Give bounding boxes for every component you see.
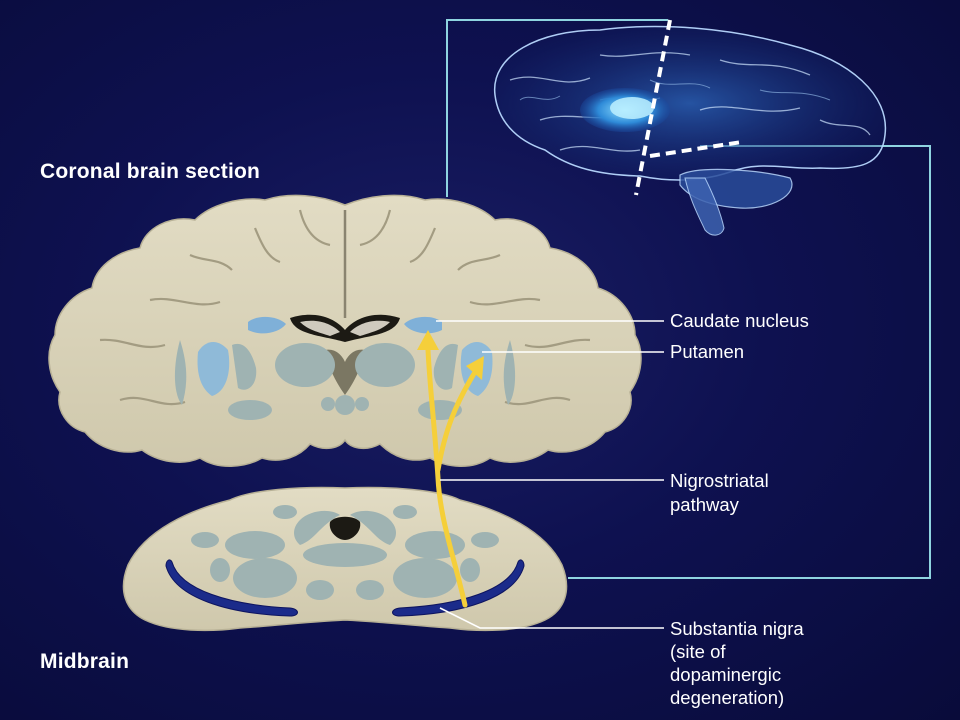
brain-3d-illustration (494, 19, 887, 236)
nigra-label-line4: degeneration) (670, 687, 785, 708)
nigrostriatal-pathway (417, 330, 484, 608)
pathway-label-line2: pathway (670, 494, 739, 515)
right-red-nucleus (393, 558, 457, 598)
pathway-label-line1: Nigrostriatal (670, 470, 769, 491)
left-substantia-nigra (165, 559, 298, 617)
coronal-section-title: Coronal brain section (40, 160, 261, 183)
putamen-label: Putamen (670, 341, 745, 362)
right-caudate-nucleus (404, 316, 442, 334)
right-thalamus (355, 343, 415, 387)
brain-3d-cerebrum (494, 25, 887, 181)
pathway-to-putamen (435, 369, 478, 473)
left-thalamus (275, 343, 335, 387)
brain-3d-brainstem (684, 177, 725, 236)
caudate-arrowhead (417, 330, 439, 350)
left-putamen (197, 341, 230, 396)
left-red-nucleus (233, 558, 297, 598)
pathway-to-caudate (425, 347, 468, 608)
coronal-guide-line (446, 19, 668, 197)
leader-lines (436, 320, 664, 629)
midbrain-title: Midbrain (40, 650, 130, 673)
left-caudate-nucleus (248, 316, 286, 334)
nigra-label-line1: Substantia nigra (670, 618, 804, 639)
coronal-section (48, 194, 642, 467)
nigra-label-line2: (site of (670, 641, 726, 662)
caudate-nucleus-label: Caudate nucleus (670, 310, 809, 331)
nigra-label-line3: dopaminergic (670, 664, 782, 685)
nigra-leader-line (439, 607, 664, 629)
coronal-cut-line (634, 19, 672, 196)
midbrain-section (122, 486, 568, 632)
putamen-arrowhead (466, 356, 484, 380)
